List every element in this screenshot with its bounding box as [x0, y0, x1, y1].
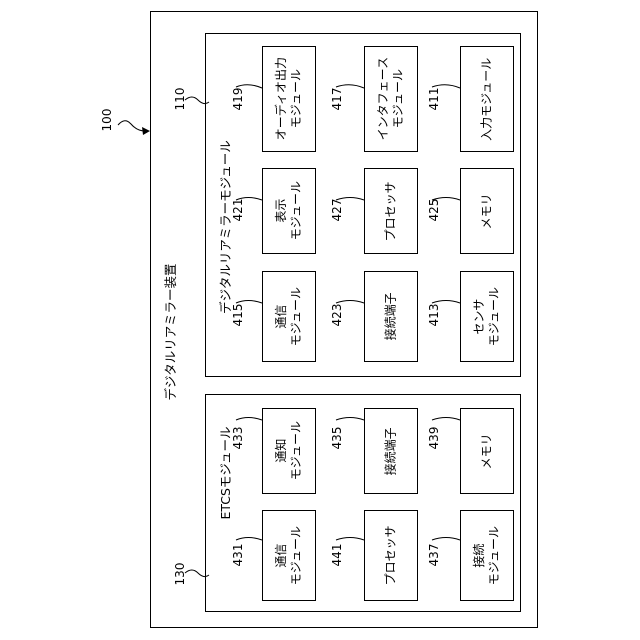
sensor-module-label-1: センサ [472, 287, 487, 346]
leader-100-arrowhead [142, 127, 150, 135]
connection-module-box: 接続モジュール [460, 510, 514, 601]
sensor-module-label-2: モジュール [487, 287, 502, 346]
input-module-box: 入力モジュール [460, 46, 514, 152]
communication-module-etcs-label-1: 通信 [274, 526, 289, 585]
communication-module-box-etcs: 通信モジュール [262, 510, 316, 601]
sensor-module-ref: 413 [428, 295, 442, 335]
connection-terminal-top-label: 接続端子 [384, 292, 399, 340]
notification-module-box: 通知モジュール [262, 408, 316, 494]
connection-terminal-top-ref: 423 [331, 295, 345, 335]
memory-top-label: メモリ [480, 193, 495, 229]
processor-box-etcs: プロセッサ [364, 510, 418, 601]
audio-output-module-label-2: モジュール [289, 57, 304, 140]
digital-rear-mirror-device-title: デジタルリアミラー装置 [165, 242, 181, 422]
connection-module-label-2: モジュール [487, 526, 502, 585]
processor-box-top: プロセッサ [364, 168, 418, 254]
memory-box-top: メモリ [460, 168, 514, 254]
display-module-label-1: 表示 [274, 181, 289, 240]
interface-module-label-1: インタフェース [376, 57, 391, 140]
display-module-label-2: モジュール [289, 181, 304, 240]
notification-module-label-1: 通知 [274, 421, 289, 480]
communication-module-top-ref: 415 [232, 295, 246, 335]
communication-module-top-label-1: 通信 [274, 287, 289, 346]
processor-etcs-label: プロセッサ [384, 525, 399, 585]
audio-output-module-ref: 419 [232, 79, 246, 119]
audio-output-module-label-1: オーディオ出力 [274, 57, 289, 140]
connection-module-ref: 437 [428, 535, 442, 575]
interface-module-box: インタフェースモジュール [364, 46, 418, 152]
communication-module-etcs-ref: 431 [232, 535, 246, 575]
figure-ref-label: 100 [101, 100, 115, 140]
input-module-label-1: 入力モジュール [480, 57, 495, 140]
memory-top-ref: 425 [428, 190, 442, 230]
connection-terminal-box-top: 接続端子 [364, 271, 418, 362]
notification-module-label-2: モジュール [289, 421, 304, 480]
connection-terminal-etcs-ref: 435 [331, 418, 345, 458]
connection-module-label-1: 接続 [472, 526, 487, 585]
audio-output-module-box: オーディオ出力モジュール [262, 46, 316, 152]
interface-module-ref: 417 [331, 79, 345, 119]
input-module-ref: 411 [428, 79, 442, 119]
digital-rear-mirror-module-ref: 110 [174, 79, 188, 119]
etcs-module-ref: 130 [174, 554, 188, 594]
leader-100 [118, 121, 145, 131]
connection-terminal-etcs-label: 接続端子 [384, 427, 399, 475]
processor-top-ref: 427 [331, 190, 345, 230]
interface-module-label-2: モジュール [391, 57, 406, 140]
connection-terminal-box-etcs: 接続端子 [364, 408, 418, 494]
communication-module-box-top: 通信モジュール [262, 271, 316, 362]
notification-module-ref: 433 [232, 418, 246, 458]
memory-etcs-ref: 439 [428, 418, 442, 458]
display-module-ref: 421 [232, 190, 246, 230]
processor-top-label: プロセッサ [384, 181, 399, 241]
processor-etcs-ref: 441 [331, 535, 345, 575]
display-module-box: 表示モジュール [262, 168, 316, 254]
memory-etcs-label: メモリ [480, 433, 495, 469]
communication-module-etcs-label-2: モジュール [289, 526, 304, 585]
sensor-module-box: センサモジュール [460, 271, 514, 362]
communication-module-top-label-2: モジュール [289, 287, 304, 346]
memory-box-etcs: メモリ [460, 408, 514, 494]
